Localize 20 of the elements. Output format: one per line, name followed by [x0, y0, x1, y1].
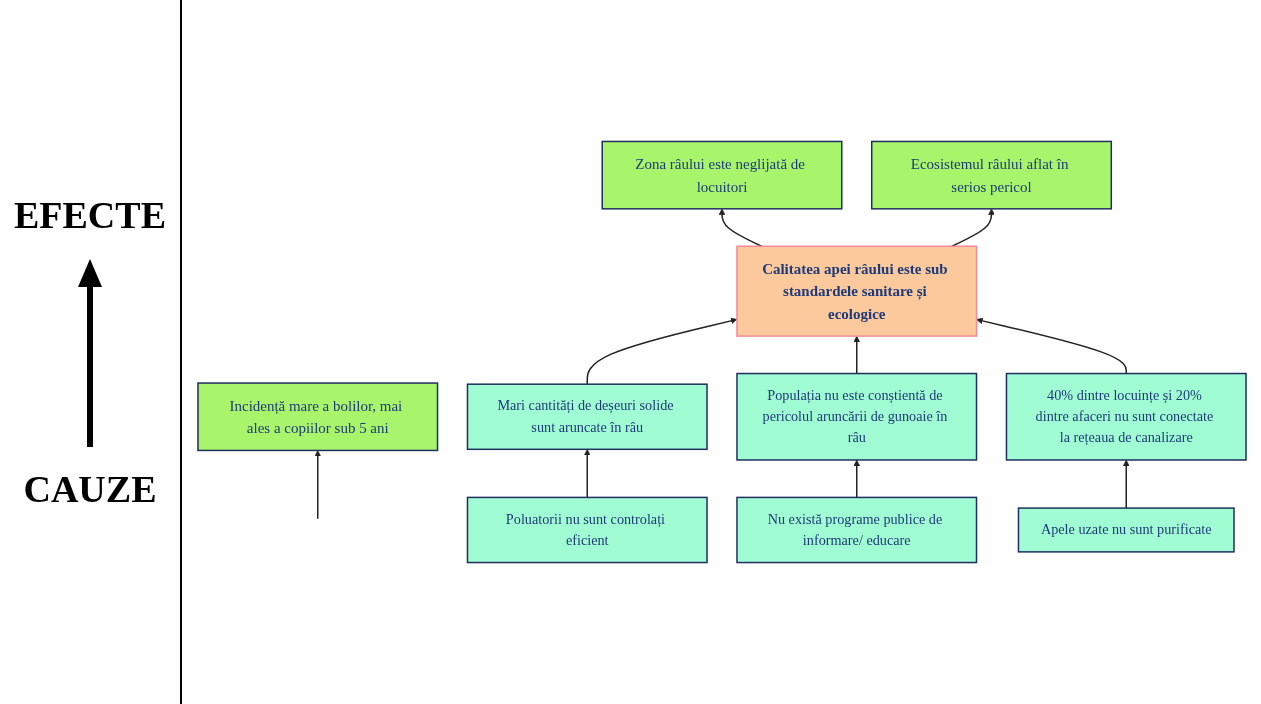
arrow	[583, 449, 591, 499]
axis-label: EFECTE	[13, 193, 166, 237]
axis-label: CAUZE	[23, 467, 157, 511]
node-box: Zona râului este neglijată de locuitori	[601, 140, 842, 210]
node-box: Apele uzate nu sunt purificate	[1017, 507, 1235, 553]
node-box: Poluatorii nu sunt controlați eficient	[466, 496, 708, 564]
node-box: Ecosistemul râului aflat în serios pericol	[870, 140, 1112, 210]
node-box: Mari cantități de deșeuri solide sunt aruncate în râu	[466, 383, 708, 451]
arrow	[313, 450, 321, 520]
node-box: Incidență mare a bolilor, mai ales a copiilor sub 5 ani	[196, 382, 438, 452]
node-box: 40% dintre locuințe și 20% dintre afaceri nu sunt conectate la rețeaua de canalizare	[1005, 372, 1247, 461]
arrow	[950, 208, 995, 247]
arrow	[586, 317, 737, 385]
node-box: Populația nu este conștientă de pericolul aruncării de gunoaie în râu	[735, 372, 977, 461]
node-box: Calitatea apei râului este sub standardele sanitare și ecologice	[735, 245, 977, 337]
arrow	[852, 335, 860, 375]
arrow	[1122, 459, 1130, 509]
arrow	[852, 459, 860, 499]
arrow	[718, 208, 762, 247]
node-box: Nu există programe publice de informare/ educare	[735, 496, 977, 564]
